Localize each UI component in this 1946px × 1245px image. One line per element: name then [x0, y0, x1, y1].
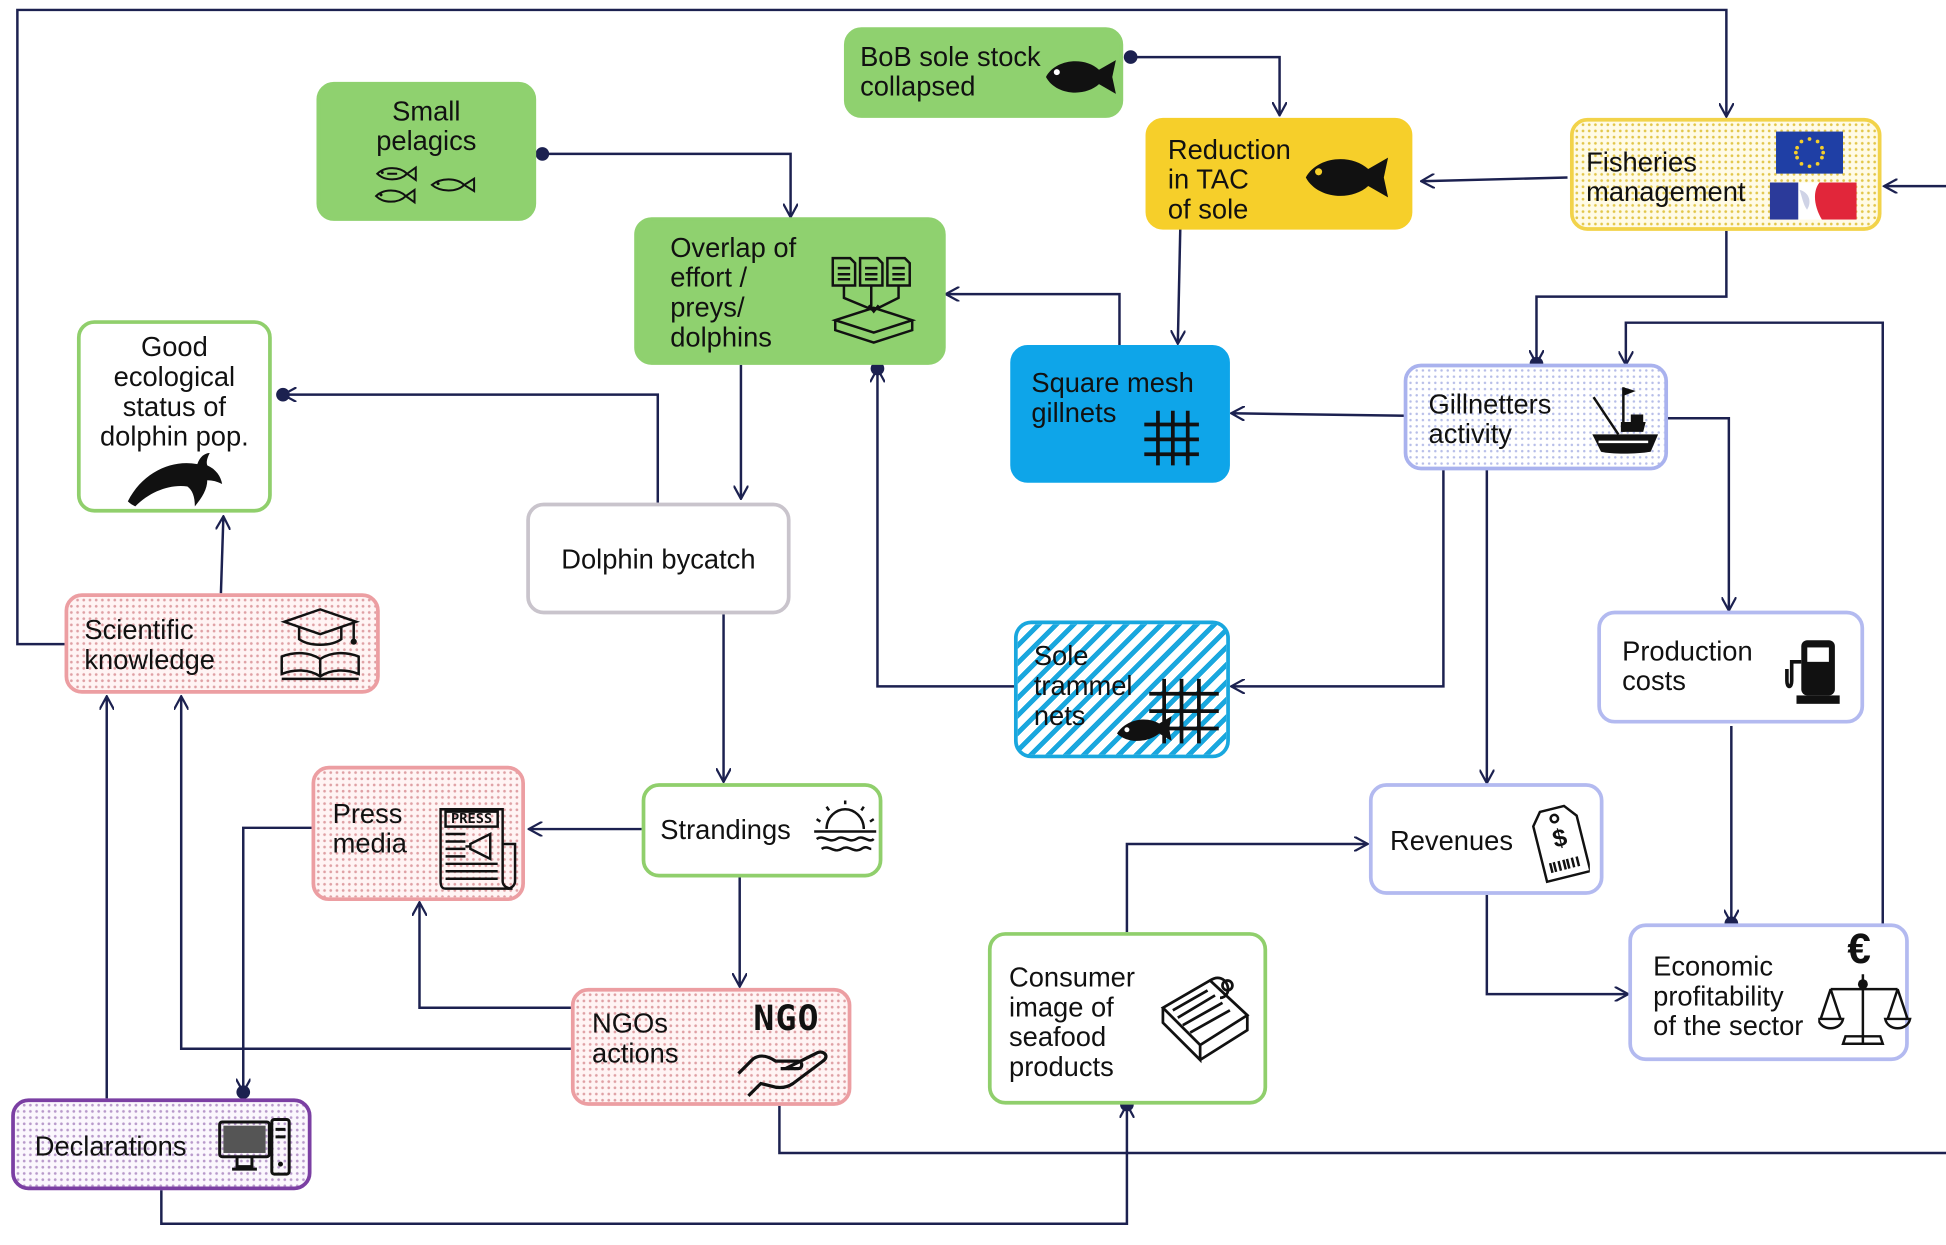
documents-merge-icon: [831, 256, 917, 344]
node-square-mesh-gillnets[interactable]: Square mesh gillnets: [1010, 345, 1230, 483]
dolphin-icon: [127, 453, 223, 507]
node-label: Overlap of effort / preys/ dolphins: [670, 232, 797, 353]
node-press-media[interactable]: Press media PRESS: [311, 765, 525, 902]
node-label: Economic profitability of the sector: [1653, 950, 1804, 1042]
helping-hand-icon: [737, 1050, 828, 1098]
sunset-waves-icon: [814, 800, 877, 852]
node-declarations[interactable]: Declarations: [11, 1098, 312, 1191]
graduation-book-icon: [280, 608, 361, 681]
node-fisheries-management[interactable]: Fisheries management: [1569, 117, 1882, 231]
edge-squaremesh-to-overlap: [946, 294, 1121, 348]
node-label: Sole trammel nets: [1033, 640, 1133, 732]
node-label: Scientific knowledge: [84, 614, 215, 676]
node-label: Good ecological status of dolphin pop.: [99, 331, 249, 452]
edge-ngo-to-press: [419, 902, 571, 1010]
node-label: Gillnetters activity: [1428, 388, 1552, 450]
eu-flag-icon: [1776, 131, 1844, 174]
edge-scientific-to-goodstatus: [221, 516, 223, 594]
node-label: Press media: [332, 798, 407, 859]
computer-icon: [218, 1117, 291, 1176]
price-tag-icon: $: [1530, 798, 1590, 885]
edge-fm-to-tac: [1421, 177, 1568, 181]
node-small-pelagics[interactable]: Small pelagics: [316, 81, 537, 221]
edge-ngo-to-scientific: [181, 696, 571, 1050]
node-gillnetters-activity[interactable]: Gillnetters activity: [1403, 363, 1669, 471]
sardine-can-icon: [1160, 976, 1250, 1064]
small-fish-icon: [374, 165, 476, 205]
node-label: Revenues: [1390, 825, 1513, 857]
node-dolphin-bycatch[interactable]: Dolphin bycatch: [526, 502, 791, 615]
node-good-ecological-status[interactable]: Good ecological status of dolphin pop.: [76, 320, 272, 513]
ngo-logo-text: NGO: [753, 997, 820, 1039]
node-label: Square mesh gillnets: [1031, 367, 1194, 429]
fuel-pump-icon: [1785, 640, 1840, 704]
node-label: BoB sole stock collapsed: [860, 40, 1041, 102]
edge-decl-to-consumer: [160, 1105, 1127, 1225]
node-strandings[interactable]: Strandings: [641, 783, 883, 878]
node-overlap-of-effort[interactable]: Overlap of effort / preys/ dolphins: [634, 217, 946, 365]
node-label: Dolphin bycatch: [561, 543, 756, 575]
edge-revenues-to-econ: [1485, 894, 1628, 994]
edge-econ-to-gill: [1626, 321, 1884, 925]
edge-gill-to-squaremesh: [1231, 413, 1407, 415]
edge-press-to-decl: [243, 826, 312, 1092]
node-production-costs[interactable]: Production costs: [1597, 610, 1865, 724]
edge-tac-to-squaremesh: [1178, 228, 1180, 343]
edge-origin-dot: [1123, 50, 1138, 64]
edge-origin-dot: [236, 1085, 251, 1099]
euro-symbol: €: [1847, 925, 1871, 974]
edge-bycatch-to-goodstatus: [283, 395, 660, 503]
edge-gill-to-trammel: [1231, 469, 1445, 686]
node-label: Reduction in TAC of sole: [1167, 134, 1291, 225]
node-label: NGOs actions: [592, 1007, 679, 1069]
node-bob-sole-stock[interactable]: BoB sole stock collapsed: [843, 27, 1124, 118]
flatfish-icon: [1305, 157, 1389, 198]
edge-trammel-to-overlap: [877, 369, 1014, 688]
net-with-fish-icon: [1116, 678, 1219, 744]
edge-fm-to-gill: [1536, 230, 1728, 364]
node-reduction-in-tac[interactable]: Reduction in TAC of sole: [1145, 117, 1413, 230]
node-label: Strandings: [660, 814, 791, 846]
edge-origin-dot: [870, 361, 885, 376]
node-label: Consumer image of seafood products: [1009, 961, 1135, 1083]
edge-origin-dot: [276, 387, 290, 402]
node-label: Fisheries management: [1586, 146, 1746, 208]
edge-bob-to-tac: [1130, 55, 1280, 115]
node-economic-profitability[interactable]: Economic profitability of the sector €: [1628, 923, 1912, 1062]
euro-balance-icon: €: [1818, 925, 1912, 1057]
node-consumer-image[interactable]: Consumer image of seafood products: [987, 932, 1268, 1105]
newspaper-icon: PRESS: [436, 807, 523, 891]
edge-pelagics-to-overlap: [542, 152, 790, 217]
node-revenues[interactable]: Revenues $: [1368, 783, 1604, 895]
node-label: Declarations: [34, 1130, 187, 1162]
net-grid-icon: [1144, 410, 1199, 466]
node-sole-trammel-nets[interactable]: Sole trammel nets: [1013, 620, 1230, 759]
newspaper-masthead: PRESS: [451, 810, 493, 827]
edge-consumer-to-revenues: [1125, 844, 1368, 933]
french-republic-logo-icon: [1769, 182, 1857, 220]
node-ngos-actions[interactable]: NGOs actions NGO: [570, 987, 852, 1106]
fishing-boat-icon: [1592, 387, 1659, 454]
node-label: Production costs: [1622, 635, 1753, 697]
edge-gill-to-production: [1666, 417, 1729, 610]
node-scientific-knowledge[interactable]: Scientific knowledge: [64, 593, 380, 694]
edge-origin-dot: [535, 147, 550, 161]
node-label: Small pelagics: [376, 95, 477, 157]
flatfish-icon: [1045, 60, 1116, 94]
edge-topline-to-fm: [16, 8, 1726, 646]
edge-ngo-to-right: [778, 1105, 1946, 1155]
